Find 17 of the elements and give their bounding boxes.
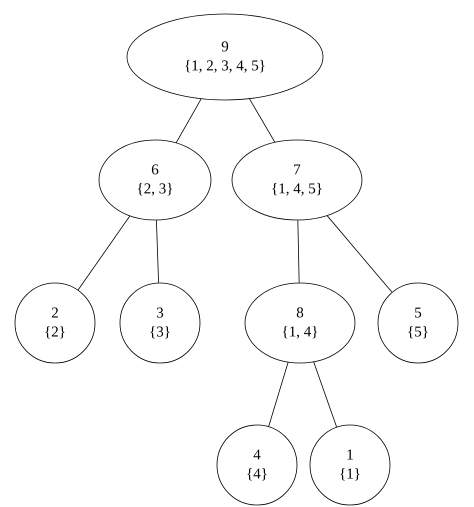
tree-node: 5 {5} [378, 282, 458, 364]
tree-node: 3 {3} [120, 282, 200, 364]
tree-node: 1 {1} [310, 424, 390, 506]
tree-node: 7 {1, 4, 5} [232, 140, 362, 220]
tree-node: 2 {2} [14, 282, 96, 364]
tree-edge [78, 216, 130, 290]
tree-edge [297, 220, 300, 283]
tree-edge [326, 215, 392, 293]
tree-edge [176, 98, 202, 143]
tree-node: 6 {2, 3} [98, 140, 212, 220]
tree-edge [268, 362, 288, 427]
tree-node: 4 {4} [216, 424, 298, 506]
tree-edge [313, 362, 337, 428]
tree-edge [156, 220, 159, 284]
tree-node: 8 {1, 4} [244, 282, 356, 364]
tree-node: 9 {1, 2, 3, 4, 5} [126, 14, 324, 100]
tree-edge [249, 98, 276, 142]
